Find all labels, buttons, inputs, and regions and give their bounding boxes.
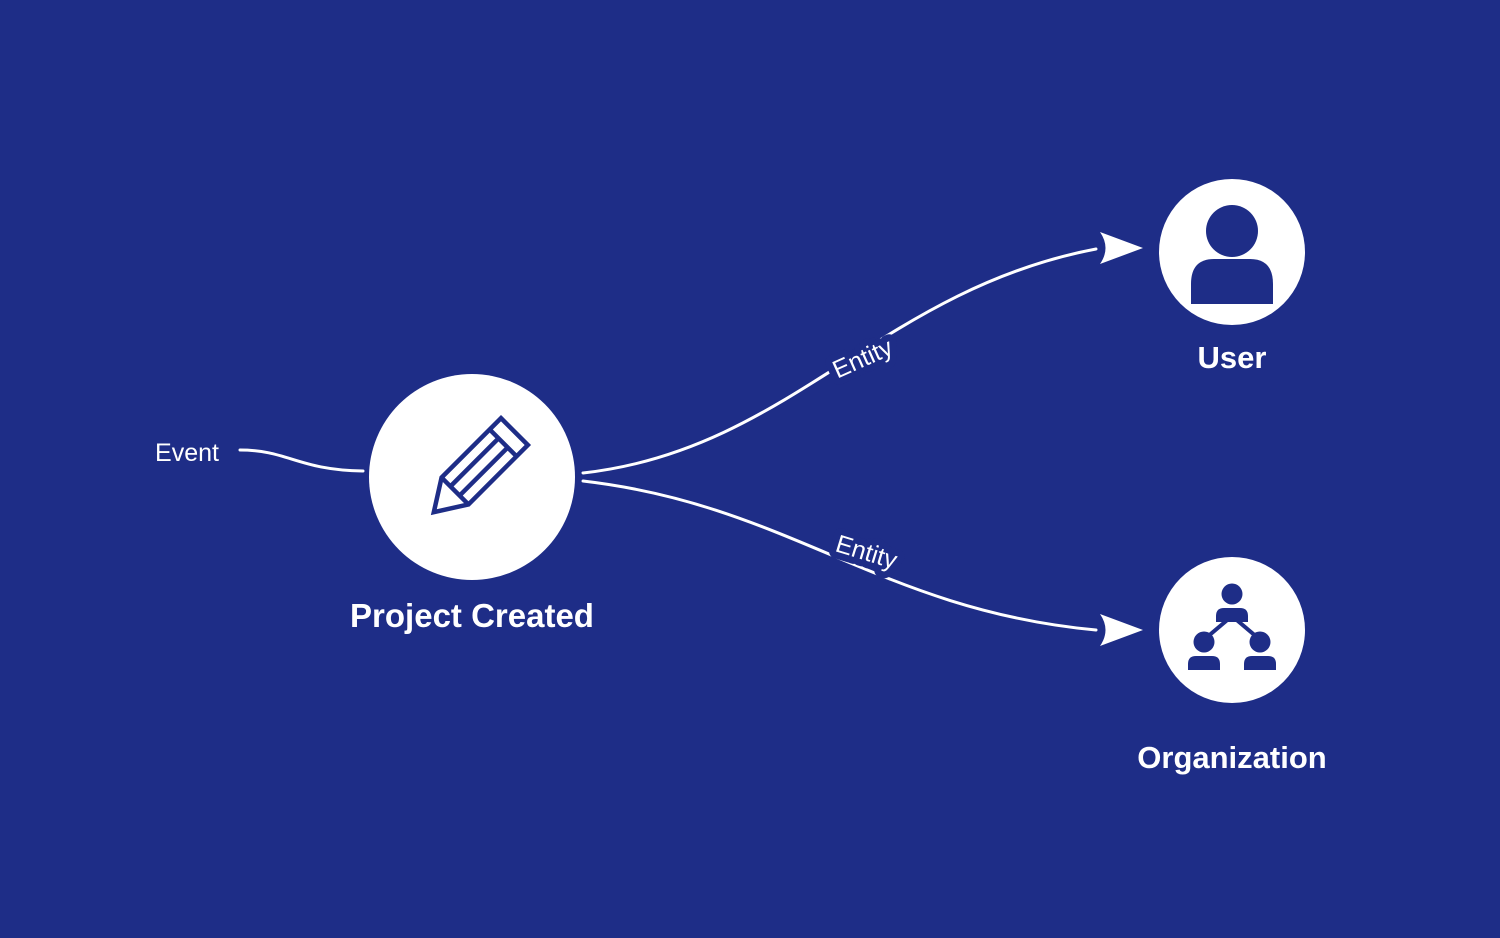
organization-node-circle [1159,557,1305,703]
pencil-icon [430,414,532,516]
user-icon [1191,205,1273,304]
main-node-project-created: Project Created [350,374,594,634]
main-node-label: Project Created [350,597,594,634]
edge-to-user-line [581,247,1098,475]
entity-node-user: User [1159,179,1305,375]
organization-node-label: Organization [1137,740,1326,775]
event-label: Event [155,439,219,467]
main-node-circle [369,374,575,580]
arrowhead-to-organization [1100,614,1143,646]
arrowhead-to-user [1100,232,1143,264]
edge-to-organization-line [581,479,1098,632]
event-connector-line [238,448,365,473]
organization-icon [1188,583,1276,670]
entity-node-organization: Organization [1137,557,1327,775]
user-node-label: User [1198,340,1267,375]
